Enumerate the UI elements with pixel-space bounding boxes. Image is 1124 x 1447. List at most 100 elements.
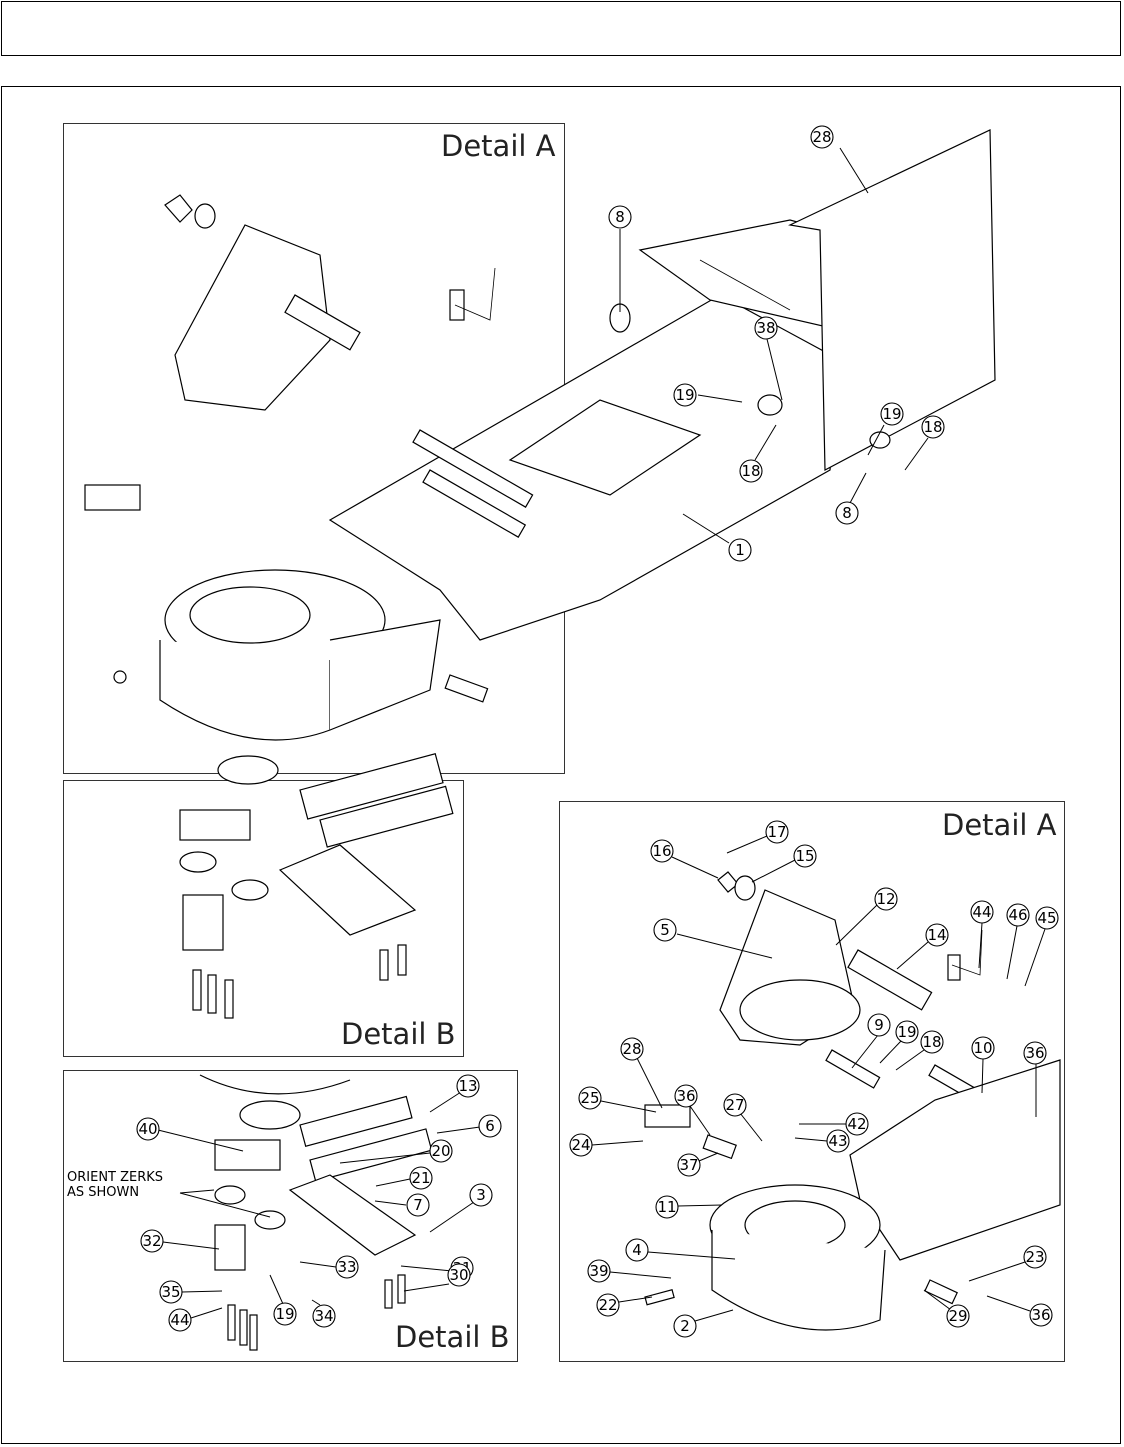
svg-text:28: 28 <box>622 1040 641 1058</box>
detail-a-callout-drawing <box>645 872 1060 1330</box>
svg-text:3: 3 <box>476 1186 486 1204</box>
svg-text:18: 18 <box>922 1033 941 1051</box>
svg-text:46: 46 <box>1008 906 1027 924</box>
callout-2: 2 <box>674 1315 696 1337</box>
svg-text:4: 4 <box>632 1241 642 1259</box>
callout-23: 23 <box>1024 1246 1046 1268</box>
svg-text:39: 39 <box>589 1262 608 1280</box>
callout-18: 18 <box>740 460 762 482</box>
callout-36: 36 <box>1024 1042 1046 1064</box>
callout-8: 8 <box>836 502 858 524</box>
svg-text:36: 36 <box>676 1087 695 1105</box>
callout-37: 37 <box>678 1154 700 1176</box>
svg-text:8: 8 <box>615 208 625 226</box>
callout-11: 11 <box>656 1196 678 1218</box>
svg-text:23: 23 <box>1025 1248 1044 1266</box>
svg-text:19: 19 <box>897 1023 916 1041</box>
svg-text:40: 40 <box>138 1120 157 1138</box>
svg-text:25: 25 <box>580 1089 599 1107</box>
callout-7: 7 <box>407 1194 429 1216</box>
callout-12: 12 <box>875 888 897 910</box>
svg-text:9: 9 <box>874 1016 884 1034</box>
callout-44: 44 <box>971 901 993 923</box>
callout-36: 36 <box>1030 1304 1052 1326</box>
svg-text:18: 18 <box>923 418 942 436</box>
callout-34: 34 <box>313 1305 335 1327</box>
callout-43: 43 <box>827 1130 849 1152</box>
frame-chassis <box>330 130 995 640</box>
svg-text:6: 6 <box>485 1117 495 1135</box>
svg-text:27: 27 <box>725 1096 744 1114</box>
callout-10: 10 <box>972 1037 994 1059</box>
callout-16: 16 <box>651 840 673 862</box>
callout-1: 1 <box>729 539 751 561</box>
callout-46: 46 <box>1007 904 1029 926</box>
svg-text:34: 34 <box>314 1307 333 1325</box>
callout-15: 15 <box>794 845 816 867</box>
svg-text:37: 37 <box>679 1156 698 1174</box>
callout-13: 13 <box>457 1075 479 1097</box>
svg-text:13: 13 <box>458 1077 477 1095</box>
callout-25: 25 <box>579 1087 601 1109</box>
svg-text:38: 38 <box>756 319 775 337</box>
svg-text:45: 45 <box>1037 909 1056 927</box>
callout-35: 35 <box>160 1281 182 1303</box>
svg-text:16: 16 <box>652 842 671 860</box>
callout-36: 36 <box>675 1085 697 1107</box>
callout-18: 18 <box>921 1031 943 1053</box>
svg-text:28: 28 <box>812 128 831 146</box>
svg-text:17: 17 <box>767 823 786 841</box>
svg-text:22: 22 <box>598 1296 617 1314</box>
callout-5: 5 <box>654 919 676 941</box>
callout-44: 44 <box>169 1309 191 1331</box>
callout-45: 45 <box>1036 907 1058 929</box>
callout-40: 40 <box>137 1118 159 1140</box>
svg-text:35: 35 <box>161 1283 180 1301</box>
svg-text:36: 36 <box>1031 1306 1050 1324</box>
callout-28: 28 <box>811 126 833 148</box>
svg-text:19: 19 <box>275 1305 294 1323</box>
svg-text:30: 30 <box>449 1266 468 1284</box>
svg-text:15: 15 <box>795 847 814 865</box>
svg-text:7: 7 <box>413 1196 423 1214</box>
svg-text:44: 44 <box>170 1311 189 1329</box>
callout-33: 33 <box>336 1256 358 1278</box>
svg-text:21: 21 <box>411 1169 430 1187</box>
callout-18: 18 <box>922 416 944 438</box>
callout-39: 39 <box>588 1260 610 1282</box>
callout-42: 42 <box>846 1113 868 1135</box>
callout-19: 19 <box>274 1303 296 1325</box>
callout-21: 21 <box>410 1167 432 1189</box>
svg-text:42: 42 <box>847 1115 866 1133</box>
svg-text:5: 5 <box>660 921 670 939</box>
cylinder-assembly <box>180 754 453 1018</box>
callout-3: 3 <box>470 1184 492 1206</box>
svg-text:14: 14 <box>927 926 946 944</box>
svg-text:20: 20 <box>431 1142 450 1160</box>
callout-17: 17 <box>766 821 788 843</box>
svg-text:29: 29 <box>948 1307 967 1325</box>
svg-text:43: 43 <box>828 1132 847 1150</box>
callout-30: 30 <box>448 1264 470 1286</box>
svg-text:11: 11 <box>657 1198 676 1216</box>
svg-text:18: 18 <box>741 462 760 480</box>
callout-6: 6 <box>479 1115 501 1137</box>
callout-4: 4 <box>626 1239 648 1261</box>
svg-text:24: 24 <box>571 1136 590 1154</box>
svg-text:12: 12 <box>876 890 895 908</box>
svg-text:10: 10 <box>973 1039 992 1057</box>
svg-text:32: 32 <box>142 1232 161 1250</box>
callout-9: 9 <box>868 1014 890 1036</box>
svg-text:8: 8 <box>842 504 852 522</box>
callout-28: 28 <box>621 1038 643 1060</box>
callout-20: 20 <box>430 1140 452 1162</box>
callout-22: 22 <box>597 1294 619 1316</box>
callout-19: 19 <box>881 403 903 425</box>
callout-19: 19 <box>674 384 696 406</box>
callout-8: 8 <box>609 206 631 228</box>
callout-19: 19 <box>896 1021 918 1043</box>
svg-text:19: 19 <box>675 386 694 404</box>
callout-38: 38 <box>755 317 777 339</box>
svg-text:33: 33 <box>337 1258 356 1276</box>
